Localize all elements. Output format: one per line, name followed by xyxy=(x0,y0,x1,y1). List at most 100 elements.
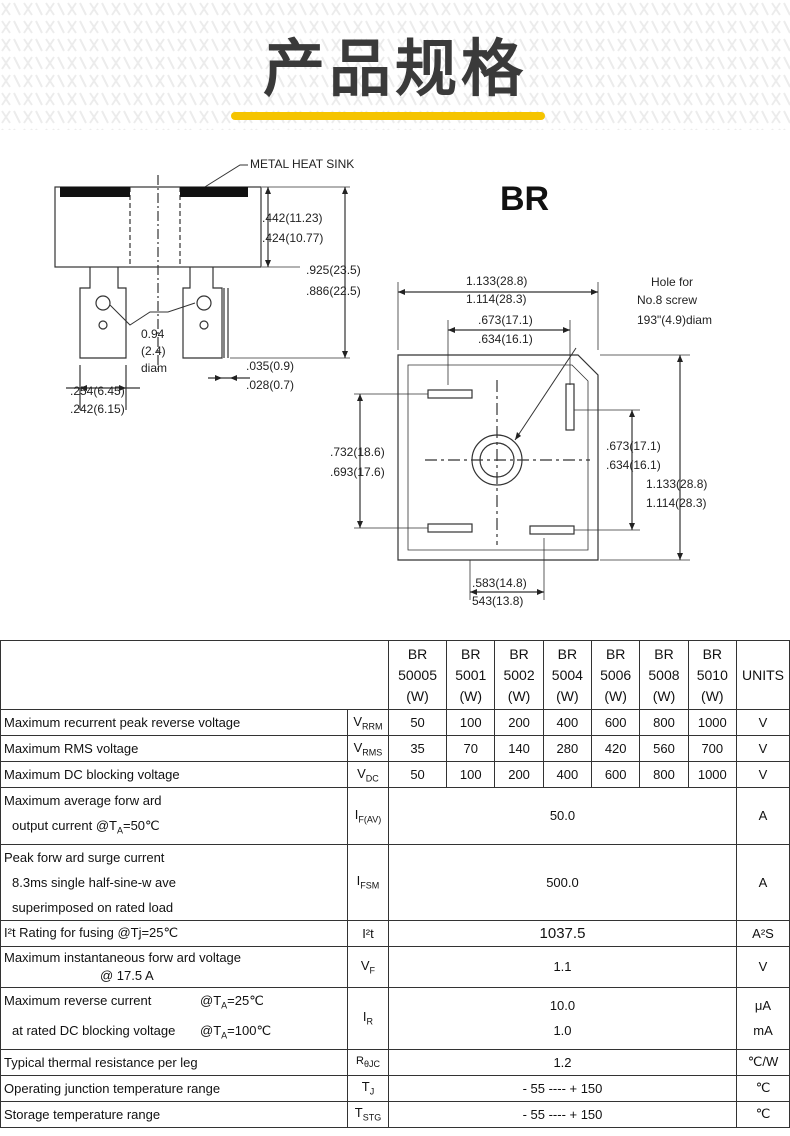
row-tj: Operating junction temperature range TJ … xyxy=(0,1074,790,1102)
vdc-unit: V xyxy=(736,761,790,788)
hole-label-1: Hole for xyxy=(651,275,693,289)
vrms-value: 700 xyxy=(687,735,738,762)
dim-height-max: 1.133(28.8) xyxy=(646,477,707,491)
i2t-symbol: I²t xyxy=(346,919,389,947)
header-blank xyxy=(0,640,389,710)
heat-sink-left xyxy=(60,187,130,197)
dim-hole-den: (2.4) xyxy=(141,344,166,358)
i2t-value: 1037.5 xyxy=(387,919,738,947)
dim-pin-span-min: .634(16.1) xyxy=(478,332,533,346)
tj-symbol: TJ xyxy=(346,1074,389,1102)
rth-label: Typical thermal resistance per leg xyxy=(0,1048,348,1076)
heat-sink-label: METAL HEAT SINK xyxy=(250,157,354,171)
row-vdc: Maximum DC blocking voltage VDC 50 100 2… xyxy=(0,761,790,788)
vrms-value: 420 xyxy=(591,735,641,762)
ifsm-unit: A xyxy=(736,843,790,921)
ir-values: 10.0 1.0 xyxy=(387,986,738,1050)
dim-tab-w-min: .242(6.15) xyxy=(70,402,125,416)
dim-right-span-min: .634(16.1) xyxy=(606,458,661,472)
vrms-value: 560 xyxy=(639,735,689,762)
dim-hole-num: 0.94 xyxy=(141,327,165,341)
ir-label: Maximum reverse current@TA=25℃ at rated … xyxy=(0,986,348,1050)
vrms-value: 280 xyxy=(542,735,593,762)
tj-value: - 55 ---- + 150 xyxy=(387,1074,738,1102)
ir-units: μA mA xyxy=(736,986,790,1050)
ifsm-symbol: IFSM xyxy=(346,843,389,921)
vrrm-value: 50 xyxy=(387,709,448,736)
title-underline xyxy=(231,112,545,120)
vrrm-value: 600 xyxy=(591,709,641,736)
row-rth: Typical thermal resistance per leg RθJC … xyxy=(0,1048,790,1076)
ifav-label: Maximum average forw ard output current … xyxy=(0,787,348,845)
vdc-symbol: VDC xyxy=(346,761,389,788)
vdc-value: 100 xyxy=(446,761,496,788)
tstg-label: Storage temperature range xyxy=(0,1100,348,1128)
rth-symbol: RθJC xyxy=(346,1048,389,1076)
i2t-label: I²t Rating for fusing @Tj=25℃ xyxy=(0,919,348,947)
dim-total-h-min: .886(22.5) xyxy=(306,284,361,298)
package-drawing: METAL HEAT SINK BR .442(11.23) .424(10.7… xyxy=(54,157,712,608)
row-ifav: Maximum average forw ard output current … xyxy=(0,787,790,845)
row-ir: Maximum reverse current@TA=25℃ at rated … xyxy=(0,986,790,1050)
vrrm-value: 800 xyxy=(639,709,689,736)
heat-sink-right xyxy=(180,187,248,197)
vrrm-value: 1000 xyxy=(687,709,738,736)
vdc-value: 50 xyxy=(387,761,448,788)
tstg-symbol: TSTG xyxy=(346,1100,389,1128)
row-vf: Maximum instantaneous forw ard voltage @… xyxy=(0,945,790,988)
hole-label-2: No.8 screw xyxy=(637,293,697,307)
tstg-value: - 55 ---- + 150 xyxy=(387,1100,738,1128)
vrms-value: 140 xyxy=(494,735,544,762)
dim-height-min: 1.114(28.3) xyxy=(646,496,707,510)
ifsm-label: Peak forw ard surge current 8.3ms single… xyxy=(0,843,348,921)
vdc-value: 1000 xyxy=(687,761,738,788)
vrrm-unit: V xyxy=(736,709,790,736)
tj-label: Operating junction temperature range xyxy=(0,1074,348,1102)
rth-unit: ℃/W xyxy=(736,1048,790,1076)
vdc-value: 600 xyxy=(591,761,641,788)
dim-pin-span-max: .673(17.1) xyxy=(478,313,533,327)
dim-tab-t-min: .028(0.7) xyxy=(246,378,294,392)
vf-label: Maximum instantaneous forw ard voltage @… xyxy=(0,945,348,988)
vdc-value: 800 xyxy=(639,761,689,788)
vdc-value: 200 xyxy=(494,761,544,788)
ifav-unit: A xyxy=(736,787,790,845)
dim-bottom-min: 543(13.8) xyxy=(472,594,523,608)
ifsm-value: 500.0 xyxy=(387,843,738,921)
vrms-unit: V xyxy=(736,735,790,762)
ifav-value: 50.0 xyxy=(387,787,738,845)
dim-width-max: 1.133(28.8) xyxy=(466,274,527,288)
watermark-pattern xyxy=(0,0,790,130)
hole-label-3: 193"(4.9)diam xyxy=(637,313,712,327)
dim-body-h-max: .442(11.23) xyxy=(262,211,323,225)
dim-width-min: 1.114(28.3) xyxy=(466,292,527,306)
vrms-label: Maximum RMS voltage xyxy=(0,735,348,762)
dim-left-max: .732(18.6) xyxy=(330,445,385,459)
dim-right-span-max: .673(17.1) xyxy=(606,439,661,453)
vf-unit: V xyxy=(736,945,790,988)
vrms-symbol: VRMS xyxy=(346,735,389,762)
tstg-unit: ℃ xyxy=(736,1100,790,1128)
row-vrrm: Maximum recurrent peak reverse voltage V… xyxy=(0,709,790,736)
i2t-unit: A²S xyxy=(736,919,790,947)
ifav-symbol: IF(AV) xyxy=(346,787,389,845)
row-tstg: Storage temperature range TSTG - 55 ----… xyxy=(0,1100,790,1128)
vf-value: 1.1 xyxy=(387,945,738,988)
vrrm-label: Maximum recurrent peak reverse voltage xyxy=(0,709,348,736)
dim-body-h-min: .424(10.77) xyxy=(262,231,323,245)
model-label: BR xyxy=(500,180,549,218)
vf-symbol: VF xyxy=(346,945,389,988)
dim-total-h-max: .925(23.5) xyxy=(306,263,361,277)
vrms-value: 35 xyxy=(387,735,448,762)
dim-tab-w-max: .254(6.45) xyxy=(70,384,125,398)
top-body xyxy=(397,354,599,561)
vrrm-symbol: VRRM xyxy=(346,709,389,736)
